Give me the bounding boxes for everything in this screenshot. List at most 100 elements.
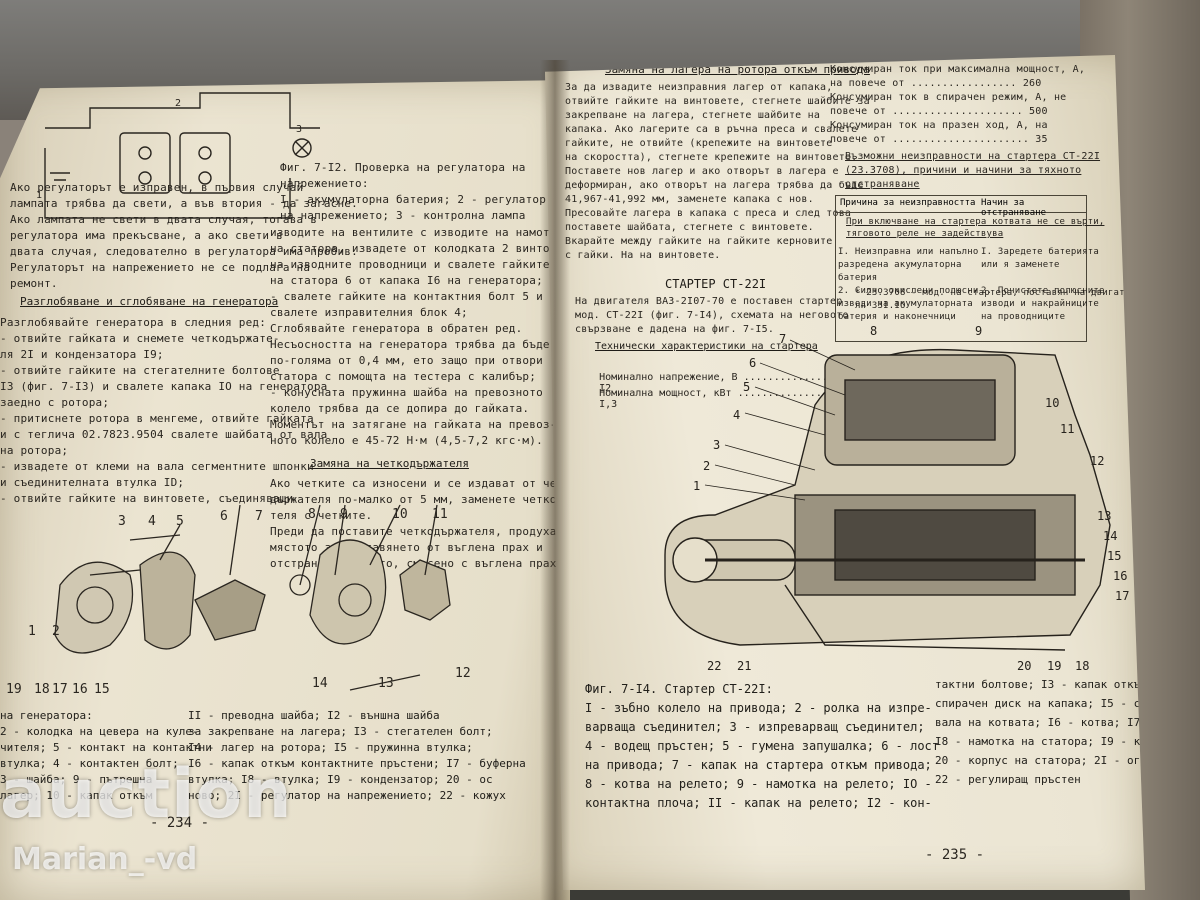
part-label-5: 5 (176, 514, 184, 529)
intro-line: двата случая, следователно в регулатора … (10, 245, 358, 258)
starter-label-4: 4 (733, 408, 740, 422)
text-line: На двигателя ВАЗ-2I07-70 е поставен стар… (575, 296, 843, 307)
starter-label-11: 11 (1060, 422, 1074, 436)
intro-line: регулатора има прекъсване, а ако свети в (10, 229, 283, 242)
caption-line: II - преводна шайба; I2 - външна шайба (188, 709, 440, 722)
text-line: свалете изправителния блок 4; (270, 306, 468, 319)
starter-label-12: 12 (1090, 454, 1104, 468)
footnote: * 23.3708 - мод. на стартера, поставян н… (855, 288, 1136, 311)
part-label-3: 3 (118, 514, 126, 529)
starter-label-6: 6 (749, 356, 756, 370)
spec-value: I,3 (599, 399, 618, 410)
left-page: 1 2 3 Фиг. 7-I2. Проверка на регулатора … (0, 80, 570, 900)
text-line: теля с четките. (270, 509, 373, 522)
text-line: изводи и накрайниците (981, 299, 1099, 309)
text-line: заедно с ротора; (0, 396, 110, 409)
spec-row-power: Номинална мощност, кВт .................… (575, 377, 846, 421)
text-line: - отвийте гайките на винтовете, съединяв… (0, 492, 294, 505)
faults-table: Причина за неизправността Начин за отстр… (835, 195, 1105, 342)
wiring-label-1: 1 (36, 190, 42, 201)
caption-line: чителя; 5 - контакт на контактни (0, 741, 212, 754)
text-line: отвийте гайките на винтовете, стегнете ш… (565, 96, 870, 107)
text-line: I. Неизправна или напълно (838, 247, 979, 257)
starter-label-9: 9 (975, 325, 982, 338)
starter-label-3: 3 (713, 438, 720, 452)
text-line: колело трябва да се допира до гайката. (270, 402, 530, 415)
text-line: ля 2I и кондензатора I9; (0, 348, 164, 361)
caption-line: лагер; 10 - капак откъм (0, 789, 153, 802)
starter-label-16: 16 (1113, 569, 1127, 583)
caption-line: втулка; 4 - контактен болт; (0, 757, 179, 770)
intro-line: ремонт. (10, 277, 58, 290)
table-col-remedy: Начин за отстраняване (981, 198, 1047, 218)
text-line: Моментът на затягане на гайката на прево… (270, 418, 557, 431)
spec-label: Номинална мощност, кВт .................… (599, 388, 846, 399)
text-line: на скоростта), стегнете крепежите на вин… (565, 152, 858, 163)
starter-heading: СТАРТЕР СТ-22I (665, 277, 767, 291)
right-column-text: изводите на вентилите с изводите на намо… (270, 160, 570, 572)
starter-label-21: 21 (737, 659, 751, 673)
text-line: - отвийте гайките на стегателните болтов… (0, 364, 280, 377)
caption-line: 3 - шайба; 9 - пътрешна (0, 773, 153, 786)
text-line: Сглобявайте генератора в обратен ред. (270, 322, 523, 335)
text-line: на статора 6 от капака I6 на генератора; (270, 274, 543, 287)
text-line: с гайки. На на винтовете. (565, 250, 721, 261)
part-label-11: 11 (432, 507, 448, 522)
brush-holder-heading: Замяна на четкодържателя (310, 457, 469, 470)
part-label-4: 4 (148, 514, 156, 529)
intro-line: Ако лампата не свети в двата случая, тог… (10, 213, 318, 226)
text-line: 2. Почистете полюсните (981, 286, 1105, 296)
text-line: статора с помощта на тестера с калибър; (270, 370, 537, 383)
starter-label-17: 17 (1115, 589, 1129, 603)
caption-line: I4 - лагер на ротора; I5 - пружинна втул… (188, 741, 473, 754)
starter-label-18: 18 (1075, 659, 1089, 673)
text-line: - извадете от клеми на вала сегментните … (0, 460, 314, 473)
text-line: батерия (838, 273, 878, 283)
text-line: разредена акумулаторна (838, 260, 962, 270)
bearing-text: За да извадите неизправния лагер от капа… (565, 81, 870, 263)
text-line: Преди да поставите четкодържателя, проду… (270, 525, 570, 538)
starter-label-5: 5 (743, 380, 750, 394)
text-line: Консумиран ток при максимална мощност, А… (830, 64, 1086, 75)
starter-label-20: 20 (1017, 659, 1031, 673)
starter-label-22: 22 (707, 659, 721, 673)
text-line: - свалете гайките на контактния болт 5 и (270, 290, 543, 303)
text-line: по-голяма от 0,4 мм, ето защо при отвори (270, 354, 543, 367)
intro-line: лампата трябва да свети, а във втория - … (10, 197, 358, 210)
starter-label-8: 8 (870, 325, 877, 338)
text-line: Несъосността на генератора трябва да бъд… (270, 338, 570, 351)
page-number-right: - 235 - (925, 847, 985, 863)
text-line: батерия и наконечници (838, 312, 956, 322)
text-line: на статора, извадете от колодката 2 винт… (270, 242, 570, 255)
starter-label-14: 14 (1103, 529, 1117, 543)
caption-line: на генератора: (0, 709, 93, 722)
intro-line: Ако регулаторът е изправен, в първия слу… (10, 181, 304, 194)
starter-label-2: 2 (703, 459, 710, 473)
text-line: капака. Ако лагерите са в ръчна преса и … (565, 124, 858, 135)
watermark-brand: auction (0, 755, 293, 834)
right-page: Замяна на лагера на ротора откъм привода… (545, 55, 1145, 890)
part-label-1: 1 (28, 624, 36, 639)
table-remedy-cell: I. Заредете батерията или я заменете 2. … (981, 246, 1105, 324)
starter-label-10: 10 (1045, 396, 1059, 410)
text-line: поставете шайбата, стегнете с винтовете. (565, 222, 814, 233)
text-line: Пресовайте лагера в капака с преса и сле… (565, 208, 852, 219)
text-line: на изводните проводници и свалете гайкит… (270, 258, 550, 271)
intro-paragraph: Ако регулаторът е изправен, в първия слу… (10, 180, 358, 292)
part-label-7: 7 (255, 509, 263, 524)
text-line: и съединителната втулка ID; (0, 476, 185, 489)
page-number-left: - 234 - (150, 815, 210, 831)
table-row-heading: При включване на стартера котвата не се … (846, 217, 1105, 239)
part-label-10: 10 (392, 507, 408, 522)
starter-label-7: 7 (779, 332, 786, 346)
part-label-8: 8 (308, 507, 316, 522)
text-line: на проводниците (981, 312, 1066, 322)
fig-7-14-caption: Фиг. 7-I4. Стартер СТ-22I: I - зъбно кол… (585, 682, 940, 810)
text-line: За да извадите неизправния лагер от капа… (565, 82, 833, 93)
starter-label-1: 1 (693, 479, 700, 493)
text-line: изводи на акумулаторната (838, 299, 973, 309)
text-line: Вкарайте между гайките на гайките кернов… (565, 236, 833, 247)
text-line: деформиран, ако отворът на лагера трябва… (565, 180, 864, 191)
fig-7-12-caption: Фиг. 7-I2. Проверка на регулатора на нап… (280, 161, 547, 222)
text-line: повече от ...................... 35 (830, 134, 1048, 145)
